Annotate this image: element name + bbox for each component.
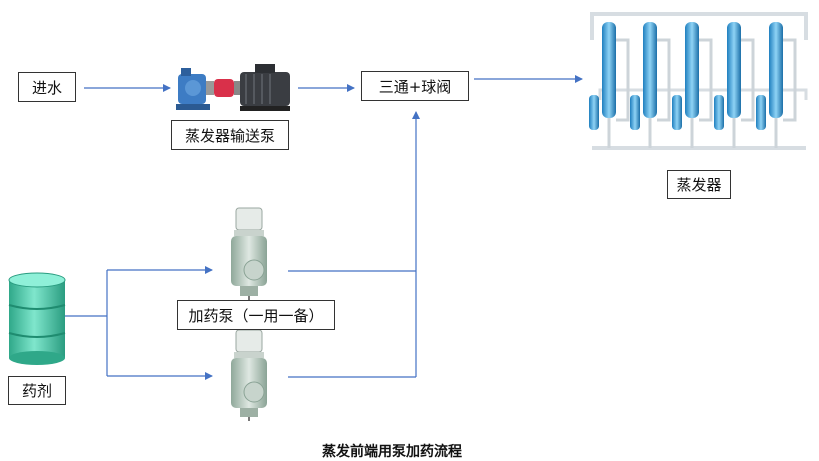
transfer-pump-icon xyxy=(176,64,290,111)
transfer-pump-label: 蒸发器输送泵 xyxy=(171,120,289,150)
tee-valve-label: 三通+球阀 xyxy=(361,71,469,101)
dosing-pump-label: 加药泵（一用一备） xyxy=(177,300,335,330)
dosing-pump-icon xyxy=(231,329,267,421)
dosing-pump-icon xyxy=(231,207,267,302)
evaporator-label: 蒸发器 xyxy=(667,170,731,199)
water-in-label: 进水 xyxy=(18,72,76,102)
diagram-caption: 蒸发前端用泵加药流程 xyxy=(322,444,462,460)
chemical-label: 药剂 xyxy=(8,376,66,405)
evaporator-icon xyxy=(589,12,808,150)
chemical-drum-icon xyxy=(8,272,66,365)
